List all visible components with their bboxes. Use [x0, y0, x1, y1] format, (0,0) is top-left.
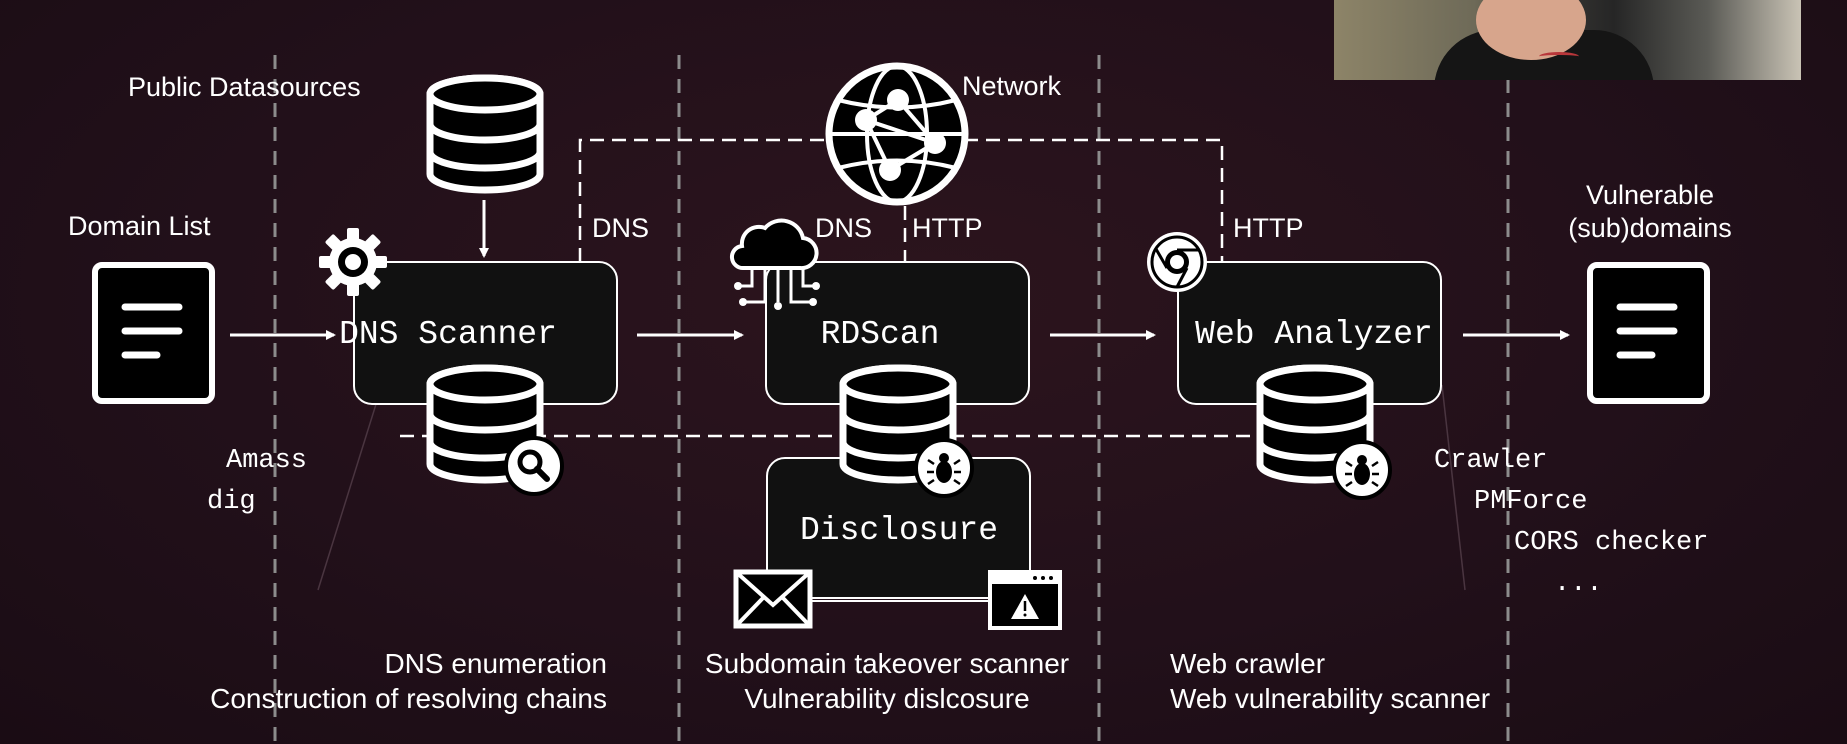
disclosure-label: Disclosure [800, 512, 998, 549]
tool-amass: Amass [226, 446, 307, 476]
zoom-guides [317, 384, 1466, 591]
caption-vulnerability-disclosure: Vulnerability dislcosure [744, 683, 1029, 714]
search-icon [504, 436, 564, 496]
section-dividers [273, 55, 1510, 744]
webcam-overlay [1334, 0, 1801, 80]
warning-window-icon [988, 570, 1062, 630]
caption-resolving-chains: Construction of resolving chains [210, 683, 607, 714]
gear-icon [319, 228, 387, 296]
public-datasources-label: Public Datasources [128, 72, 361, 102]
tool-dig: dig [207, 487, 256, 517]
tool-cors-checker: CORS checker [1514, 528, 1708, 558]
caption-web-vuln-scanner: Web vulnerability scanner [1170, 683, 1490, 714]
dns-protocol-label: DNS [815, 213, 872, 243]
web-analyzer-label: Web Analyzer [1195, 316, 1433, 353]
caption-web-crawler: Web crawler [1170, 648, 1325, 679]
bug-icon [1332, 440, 1392, 500]
shirt-stripe [1539, 52, 1579, 61]
vulnerable-label: Vulnerable [1586, 180, 1714, 210]
document-icon [92, 262, 215, 404]
subdomains-label: (sub)domains [1568, 213, 1732, 243]
http-protocol-label: HTTP [1233, 213, 1304, 243]
chrome-icon [1147, 232, 1207, 292]
tool-pmforce: PMForce [1474, 487, 1587, 517]
envelope-icon [733, 569, 813, 629]
tool-more: ... [1554, 569, 1603, 599]
http-protocol-label: HTTP [912, 213, 983, 243]
tool-crawler: Crawler [1434, 446, 1547, 476]
document-icon [1587, 262, 1710, 404]
flow-arrows [230, 200, 1570, 340]
caption-dns-enumeration: DNS enumeration [384, 648, 607, 679]
globe-network-icon [825, 62, 969, 206]
caption-takeover-scanner: Subdomain takeover scanner [705, 648, 1069, 679]
cloud-network-icon [729, 218, 820, 310]
network-label: Network [962, 71, 1062, 101]
database-icon [430, 78, 540, 190]
rdscan-label: RDScan [821, 316, 940, 353]
domain-list-label: Domain List [68, 211, 211, 241]
bug-icon [914, 438, 974, 498]
dns-scanner-label: DNS Scanner [339, 316, 557, 353]
dns-protocol-label: DNS [592, 213, 649, 243]
